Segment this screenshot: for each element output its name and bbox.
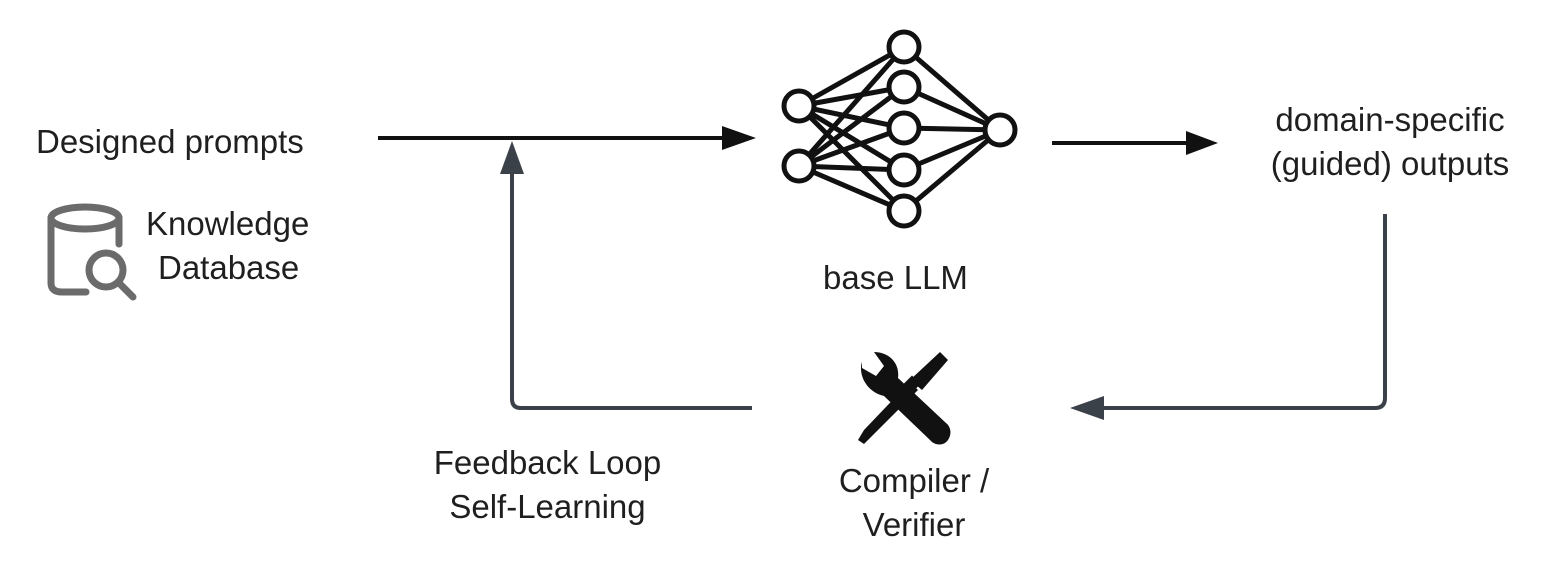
knowledge-label-line2: Database bbox=[158, 249, 300, 286]
feedback-label-line1: Feedback Loop bbox=[433, 444, 662, 481]
outputs-label: domain-specific (guided) outputs bbox=[1250, 98, 1530, 186]
neural-network-icon bbox=[781, 29, 1018, 229]
base-llm-label: base LLM bbox=[823, 259, 968, 296]
knowledge-database-label: Knowledge Database bbox=[146, 202, 309, 290]
arrow-feedback-loop bbox=[500, 141, 752, 410]
arrow-prompts-to-llm bbox=[378, 126, 756, 150]
arrow-outputs-to-compiler bbox=[1070, 214, 1387, 420]
outputs-label-line2: (guided) outputs bbox=[1270, 145, 1510, 182]
feedback-label-line2: Self-Learning bbox=[449, 488, 646, 525]
knowledge-label-line1: Knowledge bbox=[146, 205, 310, 242]
compiler-verifier-label: Compiler / Verifier bbox=[812, 459, 1016, 547]
wrench-screwdriver-icon bbox=[858, 352, 951, 445]
compiler-label-line2: Verifier bbox=[862, 506, 966, 543]
designed-prompts-label: Designed prompts bbox=[36, 123, 304, 160]
database-search-icon bbox=[47, 203, 137, 301]
arrow-llm-to-outputs bbox=[1052, 131, 1218, 155]
outputs-label-line1: domain-specific bbox=[1275, 101, 1505, 138]
feedback-loop-label: Feedback Loop Self-Learning bbox=[410, 441, 685, 529]
compiler-label-line1: Compiler / bbox=[838, 462, 990, 499]
